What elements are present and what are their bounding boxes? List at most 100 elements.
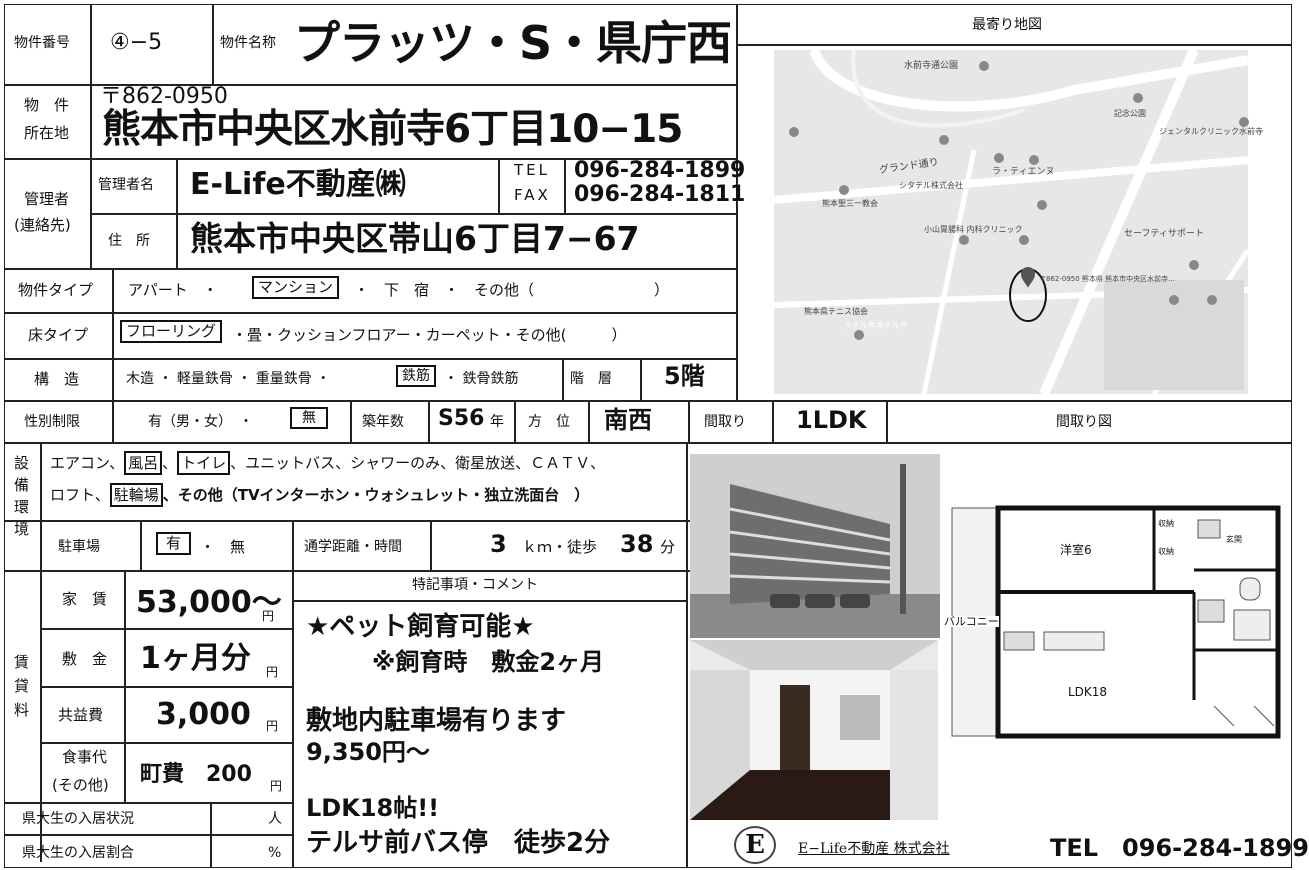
property-no: ④−5: [110, 30, 163, 55]
commute-km: 3: [490, 530, 507, 558]
meal-value: 町費 200: [140, 762, 252, 787]
map-label: ラ・ティエンヌ: [992, 167, 1055, 177]
location-label-1: 物 件: [24, 96, 70, 114]
equipment-selected-toilet: トイレ: [177, 451, 231, 475]
common-fee-value: 3,000: [156, 697, 251, 732]
type-opt1: アパート ・: [128, 281, 218, 299]
manager-address-label: 住 所: [108, 233, 150, 249]
layout: 1LDK: [796, 406, 867, 434]
manager-tel: 096-284-1899: [574, 158, 746, 183]
common-fee-label: 共益費: [58, 706, 104, 724]
floorplan-title: 間取り図: [1056, 414, 1112, 430]
gender-label: 性別制限: [24, 414, 80, 430]
rent-item-label: 家 賃: [62, 590, 108, 608]
map-roads: [773, 48, 1251, 396]
equipment-label: 設備環境: [14, 454, 30, 538]
deposit-label: 敷 金: [62, 650, 108, 668]
direction-label: 方 位: [528, 414, 570, 430]
outer-frame: [4, 4, 1292, 868]
comment-line-1: ★ペット飼育可能★: [306, 612, 535, 642]
commute-min: 38: [620, 530, 654, 558]
manager-label-1: 管理者: [24, 190, 70, 208]
common-fee-yen: 円: [266, 719, 279, 733]
student-ratio-unit: %: [268, 845, 282, 861]
building-illustration: [690, 454, 940, 638]
comment-line-3: 敷地内駐車場有ります: [306, 706, 567, 736]
property-name-label: 物件名称: [220, 35, 276, 51]
type-opt2: ・ 下 宿 ・ その他（ ）: [354, 281, 670, 299]
equipment-selected-bike: 駐輪場: [109, 483, 163, 507]
tel-label: TEL: [514, 161, 550, 179]
student-ratio-label: 県大生の入居割合: [22, 845, 134, 861]
manager-label-2: (連絡先): [14, 216, 71, 234]
gender-opt: 有（男・女） ・: [148, 414, 253, 430]
logo-letter: E: [745, 830, 765, 860]
room-ldk: LDK18: [1068, 685, 1108, 699]
structure-opt2: ・ 鉄骨鉄筋: [444, 371, 519, 387]
meal-label-2: (その他): [52, 776, 109, 794]
layout-label: 間取り: [704, 414, 746, 430]
room-western: 洋室6: [1060, 543, 1092, 557]
floors-label: 階 層: [570, 371, 612, 387]
floor-label: 床タイプ: [28, 326, 89, 344]
commute-km-unit: ｋｍ・徒歩: [522, 538, 598, 556]
location-label-2: 所在地: [24, 124, 70, 142]
type-selected: マンション: [252, 276, 340, 299]
storage-2: 収納: [1158, 547, 1174, 556]
floor-selected: フローリング: [120, 320, 223, 343]
footer-company: E−Life不動産 株式会社: [798, 841, 950, 857]
fax-label: FAX: [514, 186, 551, 204]
commute-label: 通学距離・時間: [304, 539, 402, 555]
comment-line-6: テルサ前バス停 徒歩2分: [306, 828, 611, 858]
property-name: プラッツ・S・県庁西: [294, 16, 732, 70]
student-status-unit: 人: [268, 811, 282, 827]
floor-plan: 洋室6 LDK18 バルコニー 収納 収納 玄関: [944, 500, 1284, 746]
company-logo: E: [734, 826, 776, 864]
map-label: セーフティサポート: [1124, 229, 1204, 239]
storage-1: 収納: [1158, 519, 1174, 528]
structure-selected: 鉄筋: [396, 365, 436, 387]
postal-code: 〒862-0950: [100, 84, 228, 109]
map-title: 最寄り地図: [972, 17, 1042, 33]
building-photo: [690, 454, 940, 638]
equipment-line-2: ロフト、駐輪場、その他（TVインターホン・ウォシュレット・独立洗面台 ）: [50, 483, 590, 507]
comment-line-4: 9,350円〜: [306, 738, 430, 766]
equipment-text: 、その他（TVインターホン・ウォシュレット・独立洗面台 ）: [162, 486, 590, 504]
equipment-text: 、: [162, 454, 178, 472]
floor-plan-drawing: [951, 505, 1281, 739]
deposit-yen: 円: [266, 665, 279, 679]
rent-label: 賃貸料: [14, 653, 30, 719]
map-label: 記念公園: [1114, 109, 1146, 118]
map-label: 熊本聖三一教会: [822, 199, 878, 208]
map-label: シタテル株式会社: [899, 181, 963, 190]
deposit-value: 1ヶ月分: [140, 641, 251, 676]
structure-opt1: 木造 ・ 軽量鉄骨 ・ 重量鉄骨 ・: [126, 371, 331, 387]
parking-selected: 有: [156, 532, 192, 555]
manager-name: E-Life不動産㈱: [190, 167, 406, 202]
nearby-map: 水前寺通公園 グランド通り シタテル株式会社 ラ・ティエンヌ 熊本聖三一教会 小…: [773, 48, 1263, 396]
manager-address: 熊本市中央区帯山6丁目7−67: [190, 219, 640, 258]
map-label: 熊本県テニス協会: [804, 307, 868, 316]
floors-value: 5階: [664, 362, 705, 390]
floor-rest: ・畳・クッションフロアー・カーペット・その他( ）: [232, 326, 627, 344]
equipment-text: エアコン、: [50, 454, 125, 472]
rent-yen: 円: [262, 609, 275, 623]
comment-line-2: ※飼育時 敷金2ヶ月: [372, 648, 605, 676]
direction: 南西: [604, 406, 652, 434]
rent-value: 53,000〜: [136, 585, 282, 620]
meal-yen: 円: [270, 779, 283, 793]
comment-line-5: LDK18帖!!: [306, 794, 440, 822]
property-address: 熊本市中央区水前寺6丁目10−15: [102, 107, 683, 152]
built-unit: 年: [490, 414, 504, 430]
built-label: 築年数: [362, 414, 404, 430]
entrance: 玄関: [1226, 535, 1242, 544]
map-label: 小山胃腸科 内科クリニック: [924, 225, 1023, 234]
equipment-line-1: エアコン、風呂、トイレ、ユニットバス、シャワーのみ、衛星放送、ＣＡＴＶ、: [50, 451, 605, 475]
commute-min-unit: 分: [660, 538, 676, 556]
type-label: 物件タイプ: [18, 281, 94, 299]
property-no-label: 物件番号: [14, 35, 70, 51]
parking-rest: ・ 無: [200, 538, 246, 556]
interior-photo: [690, 640, 938, 820]
parking-label: 駐車場: [58, 539, 100, 555]
manager-name-label: 管理者名: [98, 177, 154, 193]
